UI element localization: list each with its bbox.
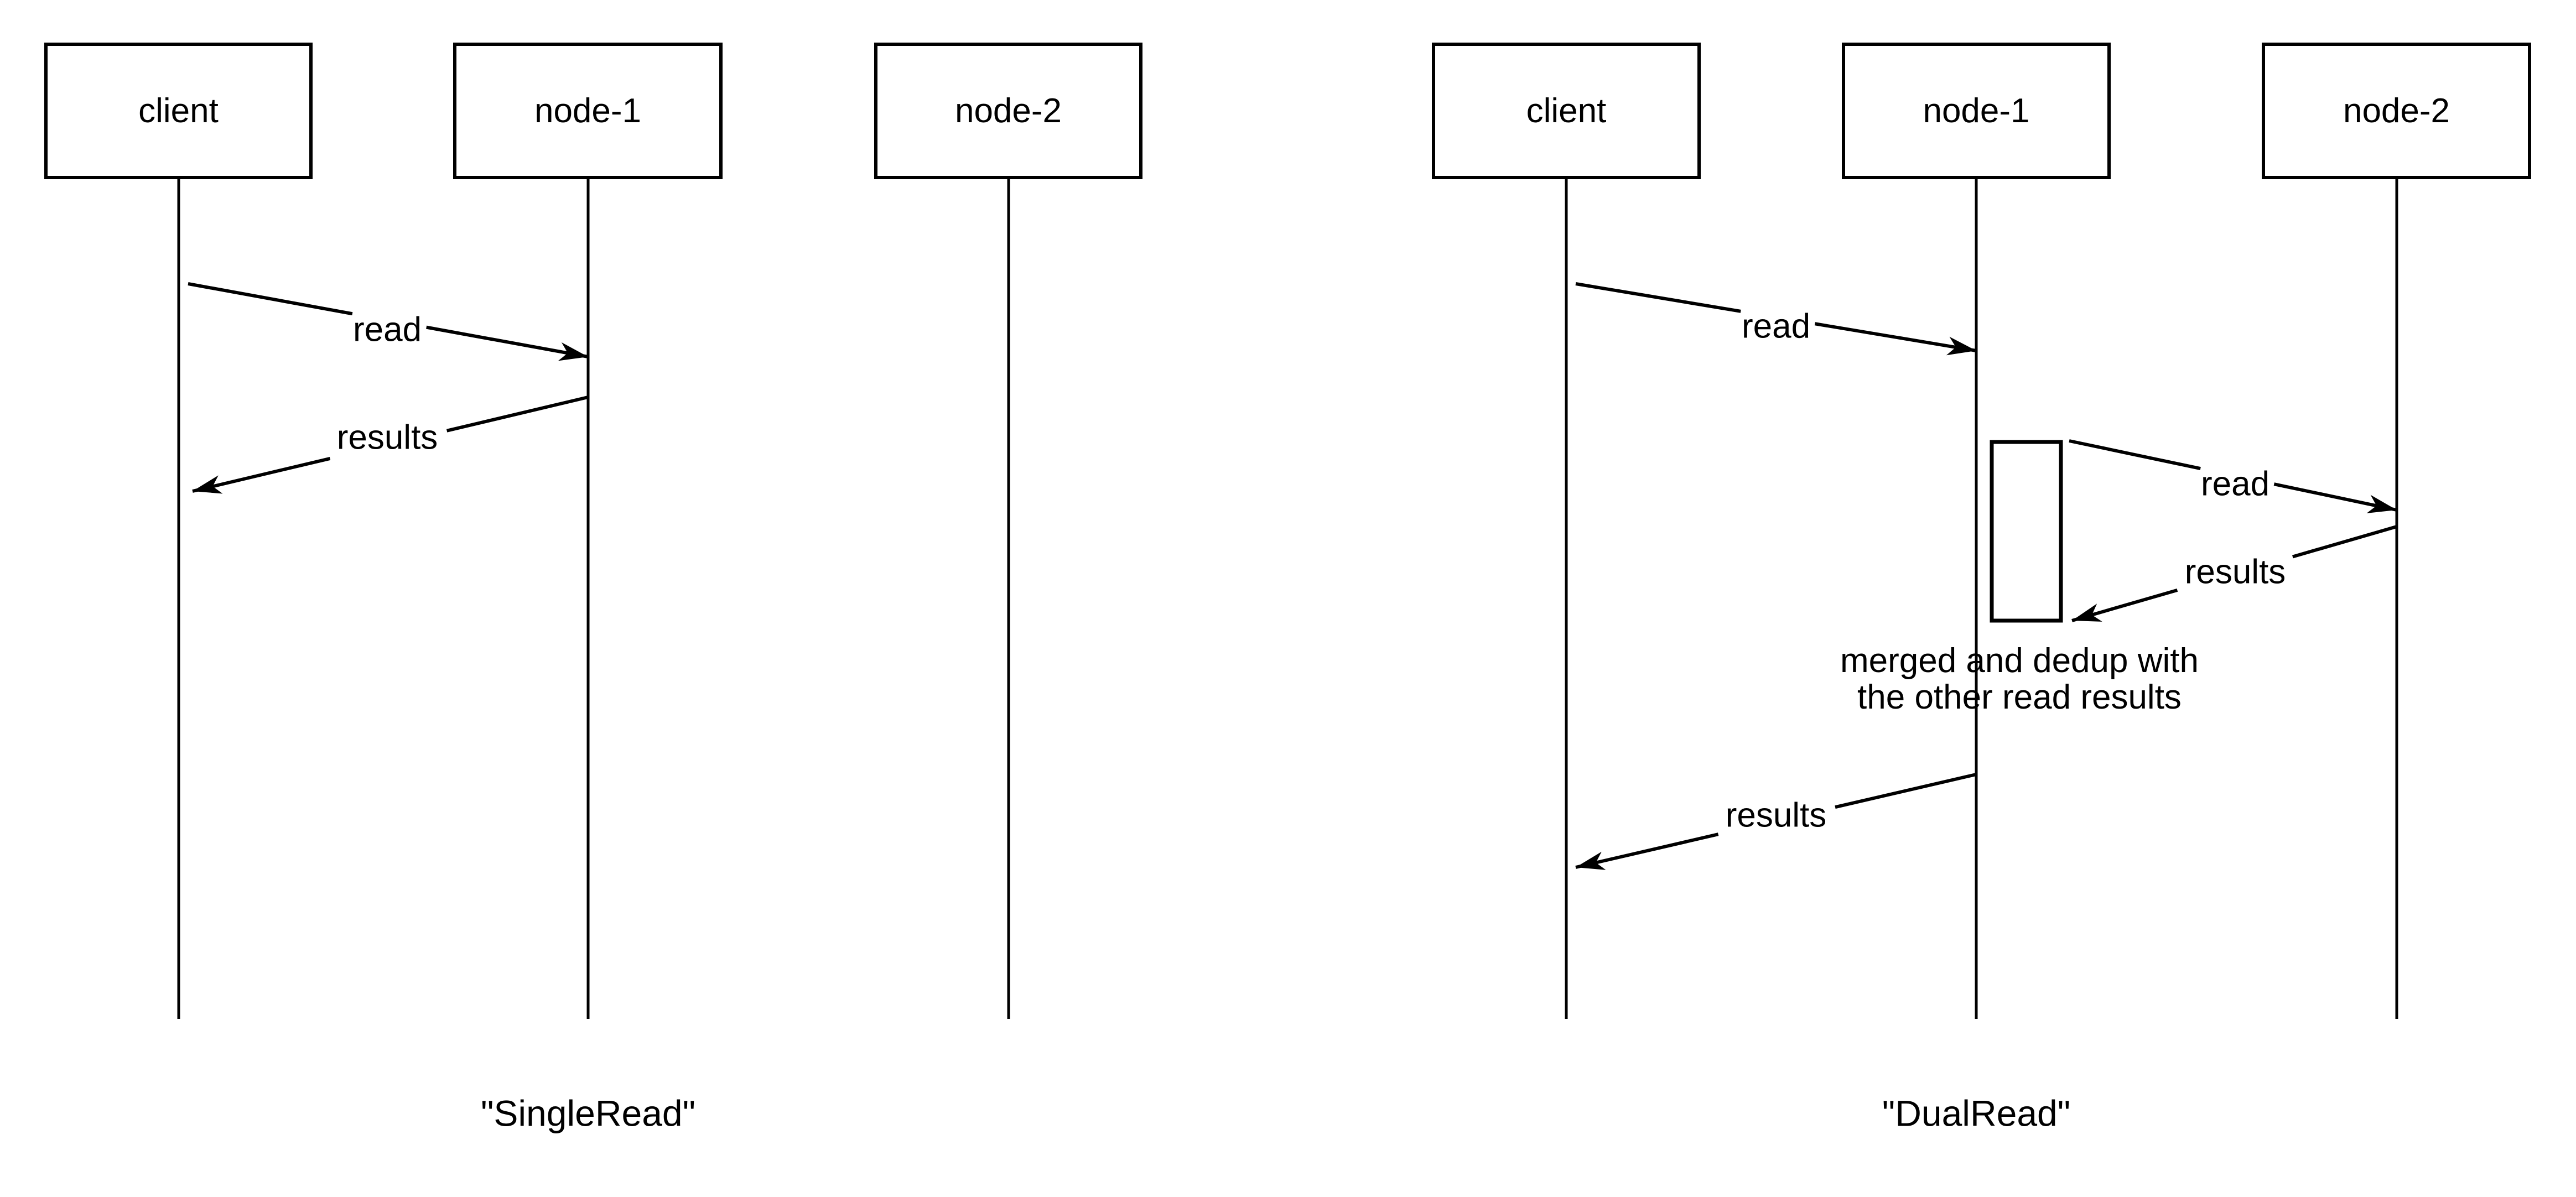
participant-label-node-1: node-1: [534, 92, 641, 130]
message-line-tail-1: [192, 456, 331, 493]
message-label-results-2: results: [2185, 553, 2286, 591]
participant-client[interactable]: client: [44, 43, 313, 1019]
participant-node-1[interactable]: node-1: [453, 43, 723, 1019]
activation-box-node-1-0[interactable]: [1990, 440, 2063, 623]
message-results-1[interactable]: results: [192, 395, 589, 494]
message-label-results-1: results: [337, 418, 438, 456]
message-line-head-0: [1575, 282, 1741, 313]
diagram-dual-read: client node-1 node-2 read read results results…: [1432, 43, 2531, 1133]
message-label-read-1: read: [2201, 465, 2269, 503]
message-line-head-3: [1835, 773, 1977, 809]
participant-label-node-2: node-2: [955, 92, 1062, 130]
participant-label-node-1: node-1: [1923, 92, 2029, 130]
merge-note-line-1: the other read results: [1857, 678, 2182, 716]
message-read-0[interactable]: read: [1575, 282, 1977, 356]
message-results-2[interactable]: results: [2071, 525, 2397, 622]
message-label-results-3: results: [1726, 796, 1827, 834]
message-line-tail-1: [2273, 482, 2397, 512]
message-arrowhead-1: [193, 475, 223, 494]
message-line-tail-3: [1575, 832, 1719, 869]
participant-label-client: client: [1526, 92, 1607, 130]
participant-label-client: client: [138, 92, 219, 130]
participant-node-1[interactable]: node-1: [1842, 43, 2111, 1019]
message-arrowhead-2: [2072, 603, 2102, 622]
caption-single-read: "SingleRead": [481, 1092, 695, 1133]
message-line-head-1: [2069, 439, 2201, 471]
message-read-0[interactable]: read: [188, 282, 589, 361]
merge-note-line-0: merged and dedup with: [1840, 642, 2199, 680]
participant-node-2[interactable]: node-2: [874, 43, 1142, 1019]
participant-box-client[interactable]: [44, 43, 313, 179]
message-line-head-2: [2292, 525, 2397, 559]
message-line-head-0: [188, 282, 353, 316]
message-results-3[interactable]: results: [1575, 773, 1977, 870]
message-arrowhead-0: [1946, 336, 1976, 356]
participant-box-node-2[interactable]: [874, 43, 1142, 179]
participant-client[interactable]: client: [1432, 43, 1701, 1019]
message-arrowhead-1: [2366, 495, 2397, 513]
message-line-head-1: [446, 395, 589, 433]
message-read-1[interactable]: read: [2069, 439, 2397, 513]
message-label-read-0: read: [1742, 307, 1810, 345]
participant-node-2[interactable]: node-2: [2262, 43, 2531, 1019]
participant-label-node-2: node-2: [2343, 92, 2450, 130]
message-arrowhead-0: [558, 342, 588, 361]
message-line-tail-0: [426, 325, 589, 358]
caption-dual-read: "DualRead": [1882, 1092, 2070, 1133]
message-label-read-0: read: [353, 310, 422, 348]
participant-box-node-1[interactable]: [1842, 43, 2111, 179]
message-line-tail-0: [1814, 322, 1977, 352]
diagrams-root: client node-1 node-2 read results "SingleRead…: [44, 43, 2531, 1133]
participant-box-node-1[interactable]: [453, 43, 723, 179]
message-arrowhead-3: [1576, 851, 1606, 870]
diagram-single-read: client node-1 node-2 read results "SingleRead…: [44, 43, 1142, 1133]
